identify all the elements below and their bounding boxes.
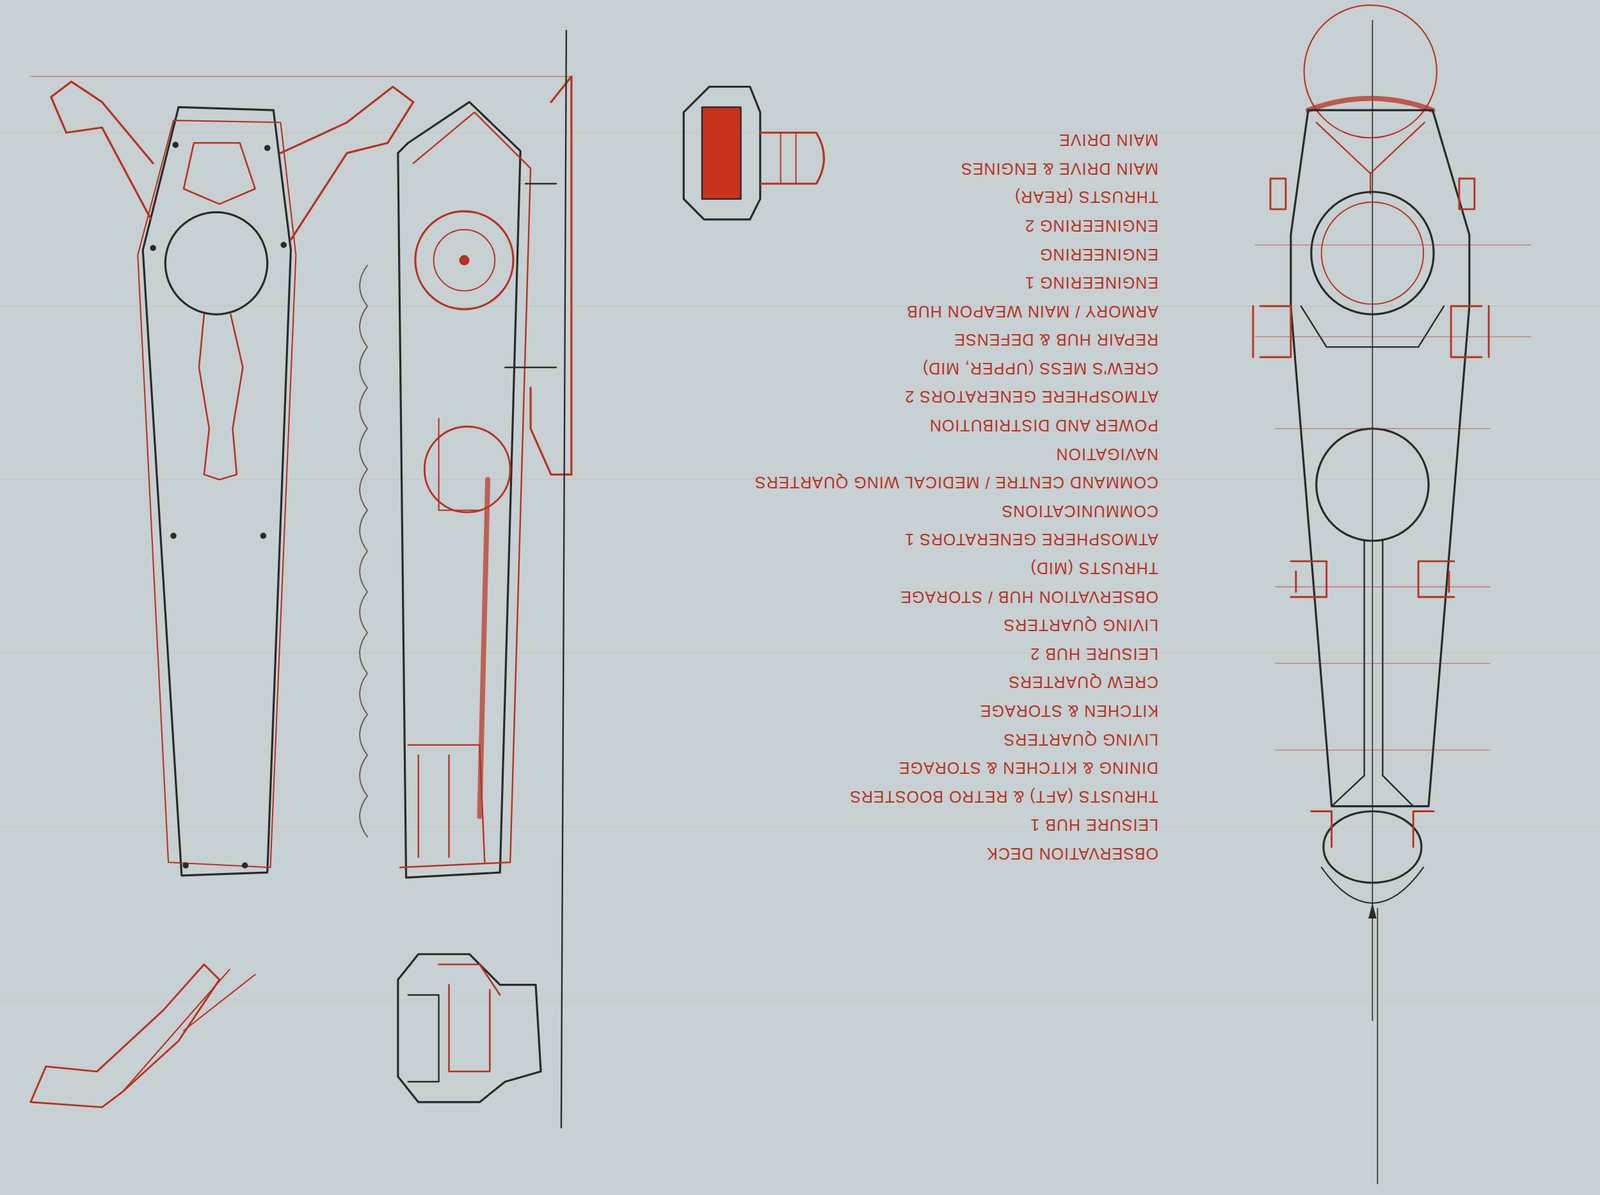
room-label: LEISURE HUB 1 xyxy=(684,810,1159,840)
room-label: CREW'S MESS (UPPER, MID) xyxy=(684,353,1159,383)
room-label: LIVING QUARTERS xyxy=(684,611,1159,640)
room-label: THRUSTS (REAR) xyxy=(684,183,1159,212)
room-label: LIVING QUARTERS xyxy=(684,725,1159,754)
room-label: ENGINEERING 2 xyxy=(684,211,1159,240)
room-label: OBSERVATION DECK xyxy=(684,839,1159,868)
room-label: THRUSTS (AFT) & RETRO BOOSTERS xyxy=(684,782,1159,811)
room-label: THRUSTS (MID) xyxy=(684,553,1159,583)
room-label: COMMUNICATIONS xyxy=(684,496,1159,526)
room-label: CREW QUARTERS xyxy=(684,668,1159,697)
room-label: ATMOSPHERE GENERATORS 2 xyxy=(684,382,1159,412)
room-list: OBSERVATION DECKLEISURE HUB 1THRUSTS (AF… xyxy=(684,119,1159,868)
room-label: ATMOSPHERE GENERATORS 1 xyxy=(684,525,1159,555)
room-label: MAIN DRIVE xyxy=(684,126,1159,155)
room-label: ARMORY / MAIN WEAPON HUB xyxy=(684,296,1159,326)
room-label: NAVIGATION xyxy=(684,439,1159,469)
room-label: MAIN DRIVE & ENGINES xyxy=(684,154,1159,184)
room-label: ENGINEERING 1 xyxy=(684,268,1159,298)
room-label: COMMAND CENTRE / MEDICAL WING QUARTERS xyxy=(684,468,1159,498)
room-label: POWER AND DISTRIBUTION xyxy=(684,411,1159,441)
room-label: LEISURE HUB 2 xyxy=(684,639,1159,669)
room-label: KITCHEN & STORAGE xyxy=(684,696,1159,726)
room-label: DINING & KITCHEN & STORAGE xyxy=(684,753,1159,783)
room-label: ENGINEERING xyxy=(684,240,1159,269)
room-label: REPAIR HUB & DEFENSE xyxy=(684,325,1159,355)
room-label: OBSERVATION HUB / STORAGE xyxy=(684,582,1159,612)
